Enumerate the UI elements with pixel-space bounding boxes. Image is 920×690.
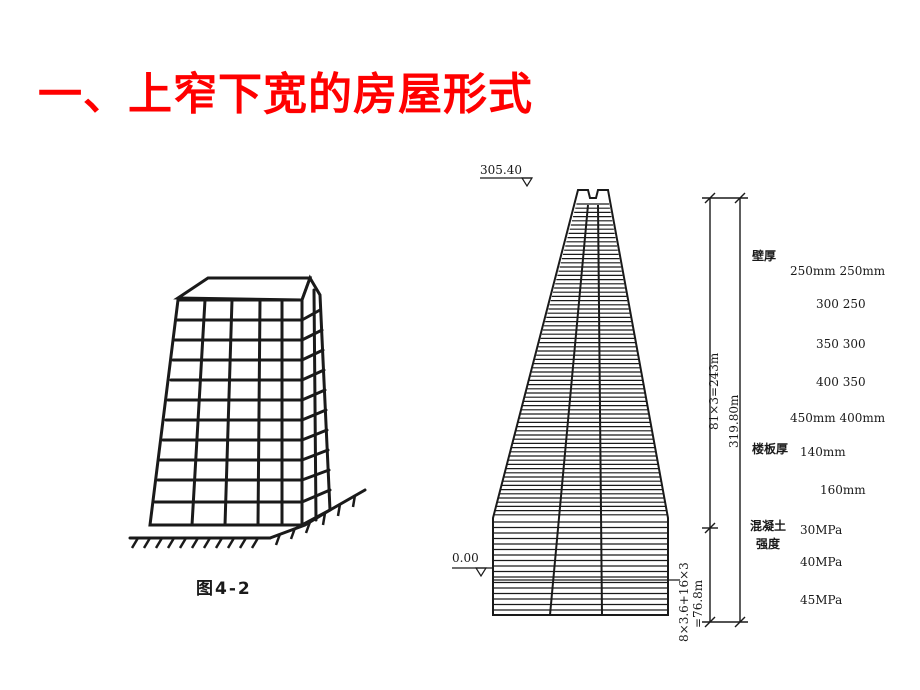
slide-title: 一、上窄下宽的房屋形式 bbox=[38, 69, 533, 120]
slab-label: 楼板厚 bbox=[752, 441, 788, 456]
wall-thickness-row: 450mm 400mm bbox=[790, 411, 886, 425]
wall-thickness-row: 350 300 bbox=[816, 337, 866, 351]
wall-thickness-label: 壁厚 bbox=[752, 248, 776, 263]
dimension-total: 319.80m bbox=[727, 394, 741, 448]
slab-row: 160mm bbox=[820, 483, 866, 497]
concrete-label-1: 混凝土 bbox=[750, 518, 786, 533]
building-sketch-figure bbox=[128, 274, 367, 549]
dimension-upper: 81×3=243m bbox=[707, 352, 721, 430]
elevation-bottom-label: 0.00 bbox=[452, 551, 479, 565]
dimension-lower-a: 8×3.6+16×3 bbox=[677, 562, 691, 642]
wall-thickness-row: 250mm 250mm bbox=[790, 264, 886, 278]
dimension-lower-b: =76.8m bbox=[691, 579, 705, 628]
concrete-row: 30MPa bbox=[800, 523, 842, 537]
concrete-row: 40MPa bbox=[800, 555, 842, 569]
figure-caption: 图4-2 bbox=[196, 579, 252, 599]
wall-thickness-row: 400 350 bbox=[816, 375, 866, 389]
slab-row: 140mm bbox=[800, 445, 846, 459]
elevation-top-label: 305.40 bbox=[480, 163, 522, 177]
tower-elevation-drawing: 305.40 0.00 81×3=243m 319.80m 8×3.6+16×3… bbox=[452, 163, 886, 642]
concrete-row: 45MPa bbox=[800, 593, 842, 607]
concrete-label-2: 强度 bbox=[756, 536, 781, 551]
wall-thickness-row: 300 250 bbox=[816, 297, 866, 311]
